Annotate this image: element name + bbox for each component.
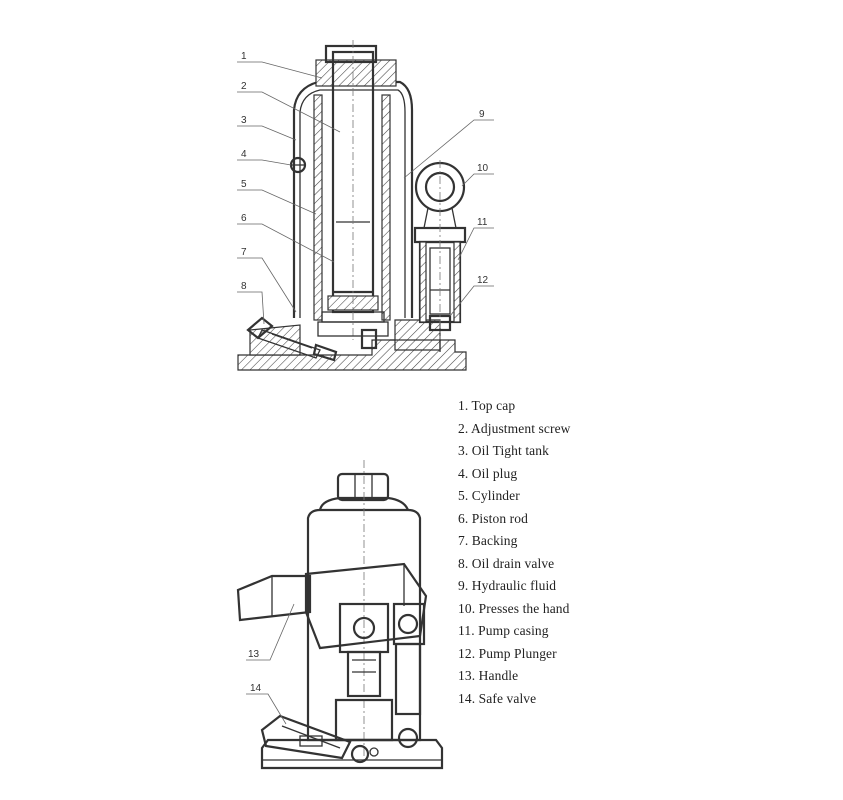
callout-8: 8 xyxy=(241,281,247,292)
legend-item: 14. Safe valve xyxy=(458,690,537,706)
exterior-view xyxy=(236,460,444,770)
callout-3: 3 xyxy=(241,115,247,126)
callout-11: 11 xyxy=(477,217,488,228)
callout-14: 14 xyxy=(250,683,262,694)
legend-item: 8. Oil drain valve xyxy=(458,555,555,571)
top-cap xyxy=(315,59,397,87)
callout-4: 4 xyxy=(241,149,247,160)
handle xyxy=(236,562,428,650)
legend-item: 12. Pump Plunger xyxy=(458,645,557,661)
callout-2: 2 xyxy=(241,81,247,92)
oil-drain-valve xyxy=(246,316,338,362)
callout-leaders xyxy=(237,61,494,725)
callout-6: 6 xyxy=(241,213,247,224)
jack-body xyxy=(306,508,422,742)
legend-item: 7. Backing xyxy=(458,533,518,548)
pump-casing xyxy=(413,160,467,340)
cylinder-wall-left xyxy=(313,94,323,321)
parts-legend: 1. Top cap 2. Adjustment screw 3. Oil Ti… xyxy=(458,395,571,710)
legend-item: 10. Presses the hand xyxy=(458,600,570,616)
legend-item: 6. Piston rod xyxy=(458,510,528,526)
callout-labels: 1 2 3 4 5 6 7 8 9 10 11 12 13 14 xyxy=(241,51,489,694)
callout-9: 9 xyxy=(479,109,485,120)
cylinder-wall-right xyxy=(381,94,391,321)
legend-item: 9. Hydraulic fluid xyxy=(458,578,557,593)
legend-item: 11. Pump casing xyxy=(458,623,549,638)
legend-item: 2. Adjustment screw xyxy=(458,420,571,436)
callout-13: 13 xyxy=(248,649,260,660)
legend-item: 3. Oil Tight tank xyxy=(458,443,549,458)
sectional-view xyxy=(237,40,467,371)
callout-5: 5 xyxy=(241,179,247,190)
callout-10: 10 xyxy=(477,163,489,174)
callout-12: 12 xyxy=(477,275,489,286)
legend-item: 4. Oil plug xyxy=(458,465,518,481)
callout-7: 7 xyxy=(241,247,247,258)
exterior-base xyxy=(260,738,444,770)
legend-item: 13. Handle xyxy=(458,668,519,683)
legend-item: 1. Top cap xyxy=(458,398,516,413)
legend-item: 5. Cylinder xyxy=(458,488,520,503)
callout-1: 1 xyxy=(241,51,247,62)
